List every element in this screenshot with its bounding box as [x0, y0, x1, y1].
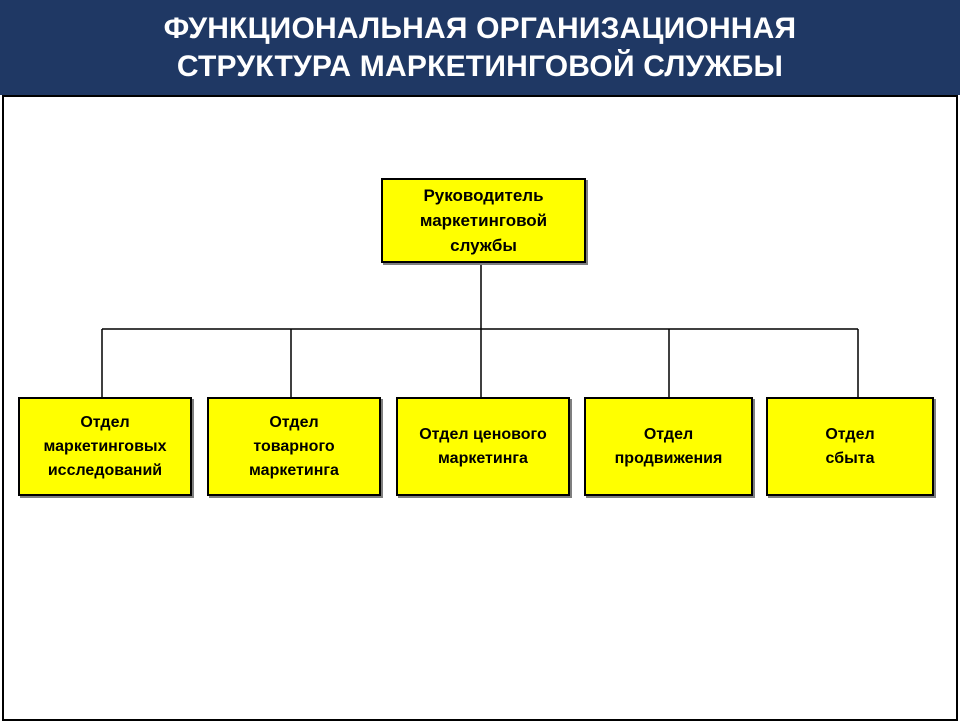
head-line-1: Руководитель	[423, 186, 544, 205]
department-label: сбыта	[825, 449, 875, 467]
title-line-1: ФУНКЦИОНАЛЬНАЯ ОРГАНИЗАЦИОННАЯ	[163, 11, 797, 45]
department-box-sales: Отдел сбыта	[766, 397, 934, 496]
department-label: маркетинговых	[43, 437, 167, 455]
title-banner: ФУНКЦИОНАЛЬНАЯ ОРГАНИЗАЦИОННАЯ СТРУКТУРА…	[0, 0, 960, 95]
department-box-promotion: Отдел продвижения	[584, 397, 753, 496]
department-box-pricing: Отдел ценового маркетинга	[396, 397, 570, 496]
department-label: Отдел	[643, 425, 694, 443]
head-line-2: маркетинговой	[419, 211, 548, 230]
department-label: товарного	[253, 437, 335, 455]
department-box-product: Отдел товарного маркетинга	[207, 397, 381, 496]
department-label: Отдел	[269, 413, 319, 431]
title-line-2: СТРУКТУРА МАРКЕТИНГОВОЙ СЛУЖБЫ	[176, 49, 784, 83]
department-label: Отдел	[825, 425, 875, 443]
department-label: маркетинга	[249, 461, 339, 479]
department-label: продвижения	[614, 449, 723, 467]
head-line-3: службы	[450, 236, 517, 255]
department-box-research: Отдел маркетинговых исследований	[18, 397, 192, 496]
department-label: Отдел	[80, 413, 130, 431]
department-label: Отдел ценового	[419, 425, 547, 443]
department-label: маркетинга	[438, 449, 528, 467]
head-box: Руководитель маркетинговой службы	[381, 178, 586, 263]
department-label: исследований	[47, 461, 163, 479]
